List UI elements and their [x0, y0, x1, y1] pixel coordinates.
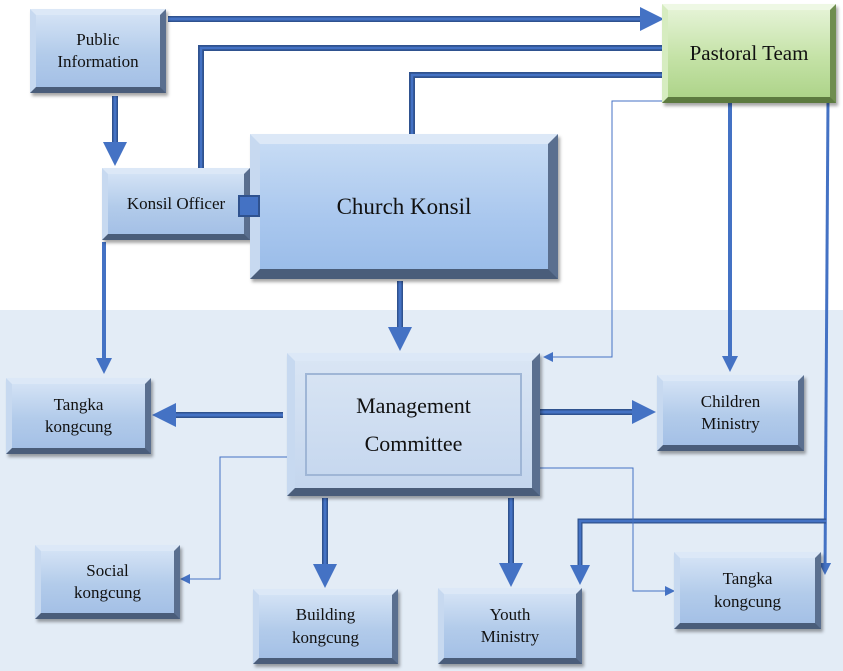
- node-label: Public: [76, 29, 120, 49]
- node-label: Tangka: [53, 394, 104, 414]
- node-label: Tangka: [722, 569, 773, 589]
- node-konsil-officer: Konsil Officer: [102, 168, 250, 240]
- node-label: kongcung: [73, 583, 142, 602]
- arrow-pastoral-to-management: [543, 100, 662, 362]
- node-label: Social: [86, 560, 129, 580]
- node-label: Ministry: [701, 414, 760, 433]
- node-pastoral-team: Pastoral Team: [662, 4, 836, 103]
- connector-square: [238, 195, 260, 217]
- node-label: kongcung: [713, 591, 782, 611]
- node-public-information: Public Information: [30, 9, 166, 93]
- node-label: Information: [57, 52, 139, 71]
- node-tangka-kongcung-left: Tangka kongcung: [6, 378, 151, 454]
- arrow-management-to-social: [180, 456, 287, 584]
- arrow-pastoral-to-tangka-right: [819, 99, 832, 575]
- node-label: Konsil Officer: [126, 193, 226, 213]
- node-label: Building: [295, 605, 356, 625]
- node-label: Youth: [489, 604, 531, 624]
- node-label: Committee: [364, 430, 463, 456]
- node-label: Church Konsil: [336, 193, 472, 219]
- node-inner-frame: Management Committee: [305, 373, 522, 476]
- node-youth-ministry: Youth Ministry: [438, 588, 582, 664]
- node-tangka-kongcung-right: Tangka kongcung: [674, 552, 821, 629]
- node-building-kongcung: Building kongcung: [253, 589, 398, 664]
- node-label: Pastoral Team: [689, 40, 809, 65]
- arrow-management-to-tangka-right: [540, 467, 675, 596]
- node-church-konsil: Church Konsil: [250, 134, 558, 279]
- node-social-kongcung: Social kongcung: [35, 545, 180, 619]
- node-children-ministry: Children Ministry: [657, 375, 804, 451]
- node-label: kongcung: [44, 417, 113, 436]
- node-management-committee: Management Committee: [287, 353, 540, 496]
- line-pastoral-to-church: [409, 72, 662, 134]
- node-label: Children: [700, 391, 761, 411]
- node-label: Ministry: [480, 627, 540, 646]
- node-label: kongcung: [291, 627, 360, 647]
- node-label: Management: [356, 393, 471, 419]
